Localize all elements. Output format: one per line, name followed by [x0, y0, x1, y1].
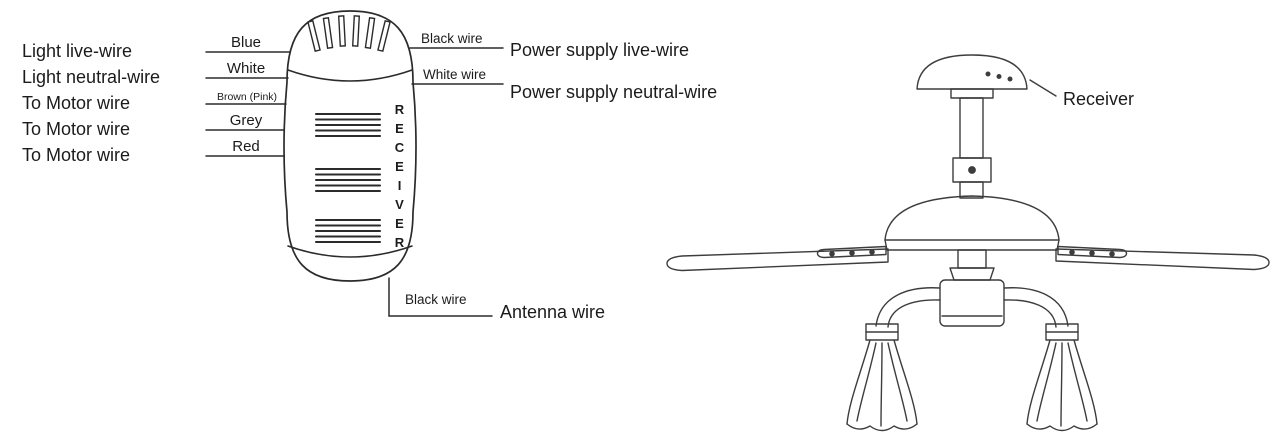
receiver-pointer-line — [1029, 79, 1057, 97]
vent-slot — [364, 17, 376, 49]
label-fan-receiver: Receiver — [1063, 89, 1134, 109]
right-blade-iron — [1057, 245, 1128, 259]
left-blade — [666, 248, 889, 272]
wire-tag-white: White wire — [423, 67, 486, 82]
blade-screw — [1069, 249, 1075, 255]
antenna-wire-line — [388, 277, 493, 317]
label-to-motor-wire-2: To Motor wire — [22, 119, 130, 139]
vent-slot — [337, 15, 347, 47]
ceiling-fan-illustration — [666, 54, 1270, 432]
wire-color-red: Red — [232, 138, 260, 155]
canopy-dome — [916, 54, 1028, 90]
wiring-diagram-labels: Light live-wire Light neutral-wire To Mo… — [22, 31, 717, 322]
wire-tag-black: Black wire — [421, 31, 483, 46]
fan-motor-housing — [884, 195, 1060, 251]
right-lamp-arm — [1003, 287, 1069, 327]
motor-dome — [884, 195, 1060, 241]
label-light-live-wire: Light live-wire — [22, 41, 132, 61]
label-to-motor-wire-3: To Motor wire — [22, 145, 130, 165]
receiver-body-outline — [283, 10, 417, 282]
left-lamp-arm — [887, 299, 941, 328]
left-lamp-shade — [846, 339, 918, 432]
switch-housing — [939, 279, 1005, 327]
clevis-pin — [968, 166, 976, 174]
receiver-vent-slots — [307, 15, 391, 53]
label-light-neutral-wire: Light neutral-wire — [22, 67, 160, 87]
wire-color-brown-pink: Brown (Pink) — [217, 91, 277, 103]
wire-tag-antenna-black: Black wire — [405, 292, 467, 307]
left-wires — [205, 51, 291, 157]
blade-screw — [849, 250, 855, 256]
receiver-vertical-label: RECEIVER — [392, 102, 407, 254]
wire-color-white: White — [227, 60, 265, 77]
vent-slot — [351, 15, 361, 47]
receiver-hatch-lines — [314, 112, 382, 244]
light-kit-neck — [957, 249, 987, 269]
vent-slot — [307, 19, 321, 53]
downrod-tube — [959, 97, 984, 159]
receiver-wiring-diagram — [205, 10, 504, 317]
vent-slot — [377, 19, 391, 53]
right-lamp-shade — [1026, 339, 1098, 432]
right-lamp-arm — [1003, 299, 1057, 328]
canopy-collar — [950, 88, 994, 99]
blade-screw — [1089, 250, 1095, 256]
fan-blades — [666, 245, 1270, 272]
blade-screw — [869, 249, 875, 255]
canopy-indicator-dot — [985, 71, 991, 77]
wire-color-blue: Blue — [231, 34, 261, 51]
fan-downrod — [952, 97, 992, 199]
fan-receiver-canopy — [916, 54, 1028, 99]
receiver-top-seam — [287, 69, 413, 82]
label-power-supply-live: Power supply live-wire — [510, 40, 689, 60]
light-kit-coupler — [949, 267, 995, 281]
downrod-neck — [959, 181, 984, 199]
left-lamp-arm — [875, 287, 941, 327]
canopy-indicator-dot — [1007, 76, 1013, 82]
fan-light-kit — [846, 249, 1098, 432]
receiver-bottom-seam — [287, 245, 413, 258]
label-power-supply-neutral: Power supply neutral-wire — [510, 82, 717, 102]
right-blade — [1055, 248, 1270, 271]
label-antenna-wire: Antenna wire — [500, 302, 605, 322]
left-blade-iron — [816, 245, 887, 259]
blade-screw — [829, 250, 835, 257]
canopy-indicator-dot — [996, 73, 1002, 79]
label-to-motor-wire-1: To Motor wire — [22, 93, 130, 113]
vent-slot — [322, 17, 334, 49]
motor-rim — [884, 239, 1060, 251]
wire-color-grey: Grey — [230, 112, 263, 129]
right-wires — [409, 47, 504, 85]
blade-screw — [1109, 251, 1115, 257]
